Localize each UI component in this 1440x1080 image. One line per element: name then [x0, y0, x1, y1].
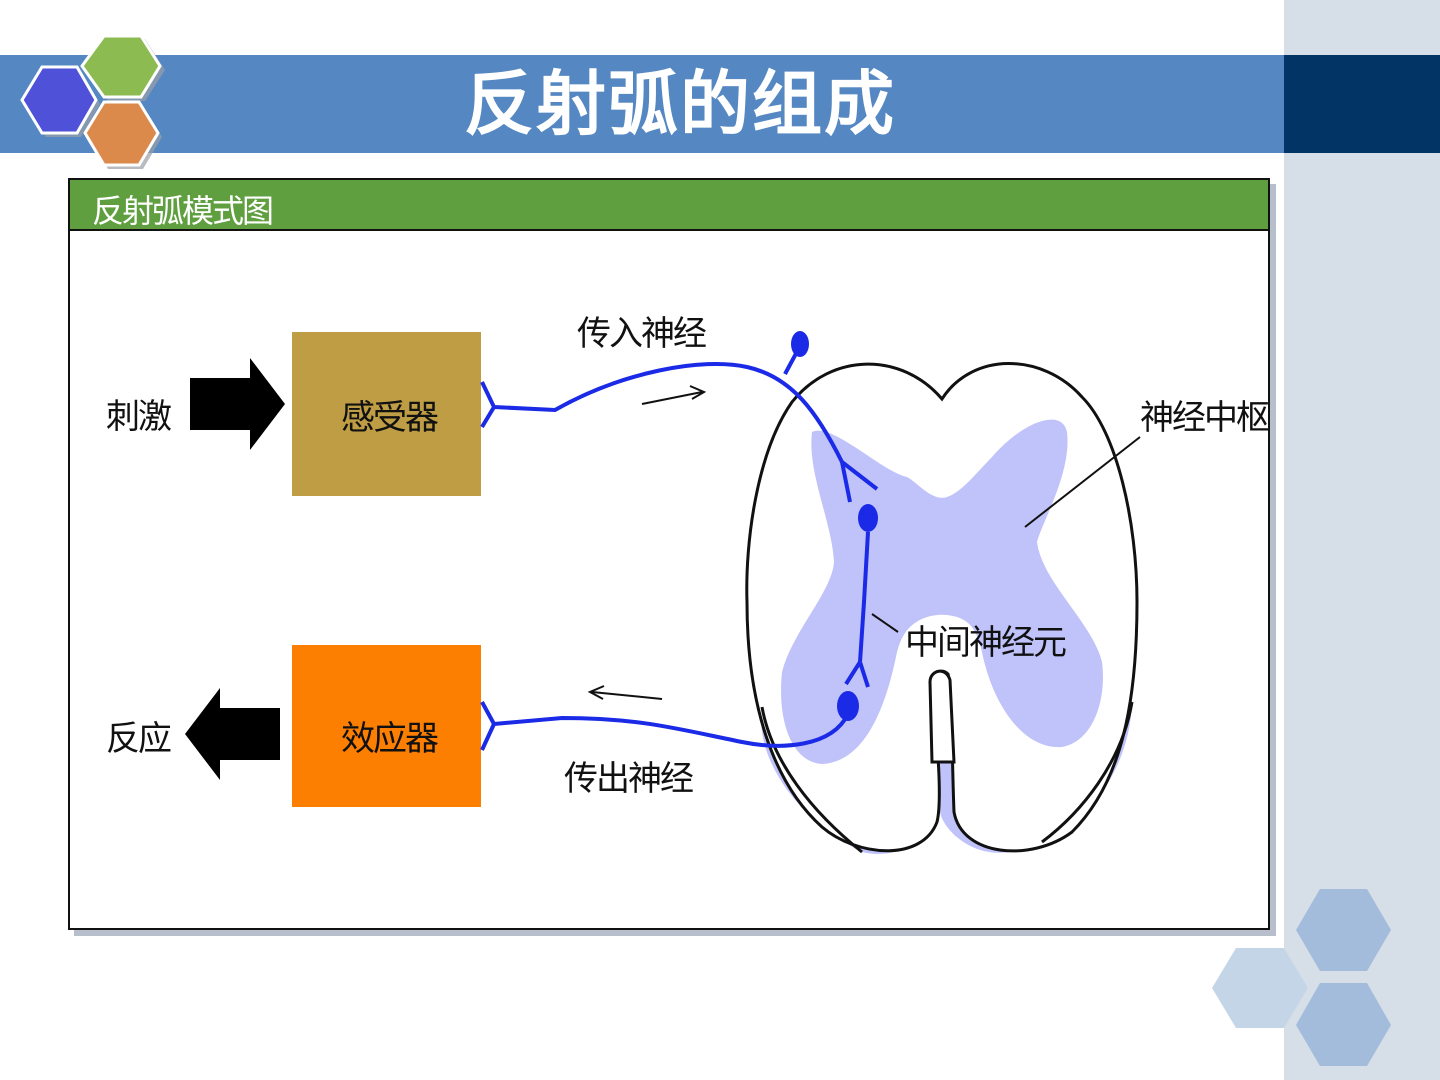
reflex-arc-figure: 反射弧模式图 — [68, 178, 1270, 930]
interneuron-pointer — [871, 613, 899, 633]
afferent-nerve-label: 传入神经 — [577, 314, 706, 354]
efferent-axon — [480, 701, 850, 751]
slide-title: 反射弧的组成 — [464, 63, 896, 145]
stimulus-label: 刺激 — [106, 397, 171, 437]
interneuron-axon — [844, 531, 870, 688]
interneuron — [844, 504, 878, 688]
nerve-center-label: 神经中枢 — [1140, 398, 1268, 438]
figure-title: 反射弧模式图 — [92, 192, 274, 230]
afferent-neuron — [480, 331, 879, 503]
receptor-label: 感受器 — [341, 398, 439, 438]
reflex-arc-diagram: 刺激 感受器 传入神经 神经中枢 中间神经元 传出神经 效应器 反应 — [106, 314, 1268, 854]
afferent-terminal — [840, 460, 879, 503]
afferent-axon — [480, 361, 844, 463]
central-canal — [928, 669, 956, 764]
spinal-cord — [745, 362, 1141, 854]
efferent-direction-arrow-icon — [591, 691, 663, 700]
receptor-box — [292, 332, 481, 496]
response-label: 反应 — [106, 719, 171, 759]
efferent-neuron — [480, 685, 859, 751]
deco-hex-bottom — [1296, 983, 1391, 1066]
title-band-accent — [1284, 55, 1440, 153]
efferent-cell-body — [837, 691, 859, 721]
deco-hex-left — [1212, 948, 1308, 1028]
interneuron-cell-body — [858, 504, 878, 532]
stimulus-arrow-icon — [190, 358, 285, 450]
response-arrow-icon — [185, 688, 280, 780]
white-matter-boundary — [760, 701, 1134, 854]
nerve-center-pointer — [1024, 436, 1141, 528]
logo-hex-green — [80, 34, 165, 101]
title-band — [0, 55, 1284, 153]
hexagon-logo — [20, 34, 165, 169]
logo-hex-blue — [20, 65, 100, 137]
interneuron-label: 中间神经元 — [905, 623, 1066, 663]
effector-box — [292, 645, 481, 807]
afferent-direction-arrow-icon — [641, 391, 703, 405]
efferent-nerve-label: 传出神经 — [564, 759, 693, 799]
deco-hex-top — [1296, 889, 1391, 971]
gray-matter — [781, 419, 1103, 764]
logo-hex-orange — [83, 100, 162, 169]
effector-label: 效应器 — [341, 719, 439, 759]
figure-header: 反射弧模式图 — [70, 180, 1268, 231]
afferent-cell-body — [791, 331, 809, 357]
